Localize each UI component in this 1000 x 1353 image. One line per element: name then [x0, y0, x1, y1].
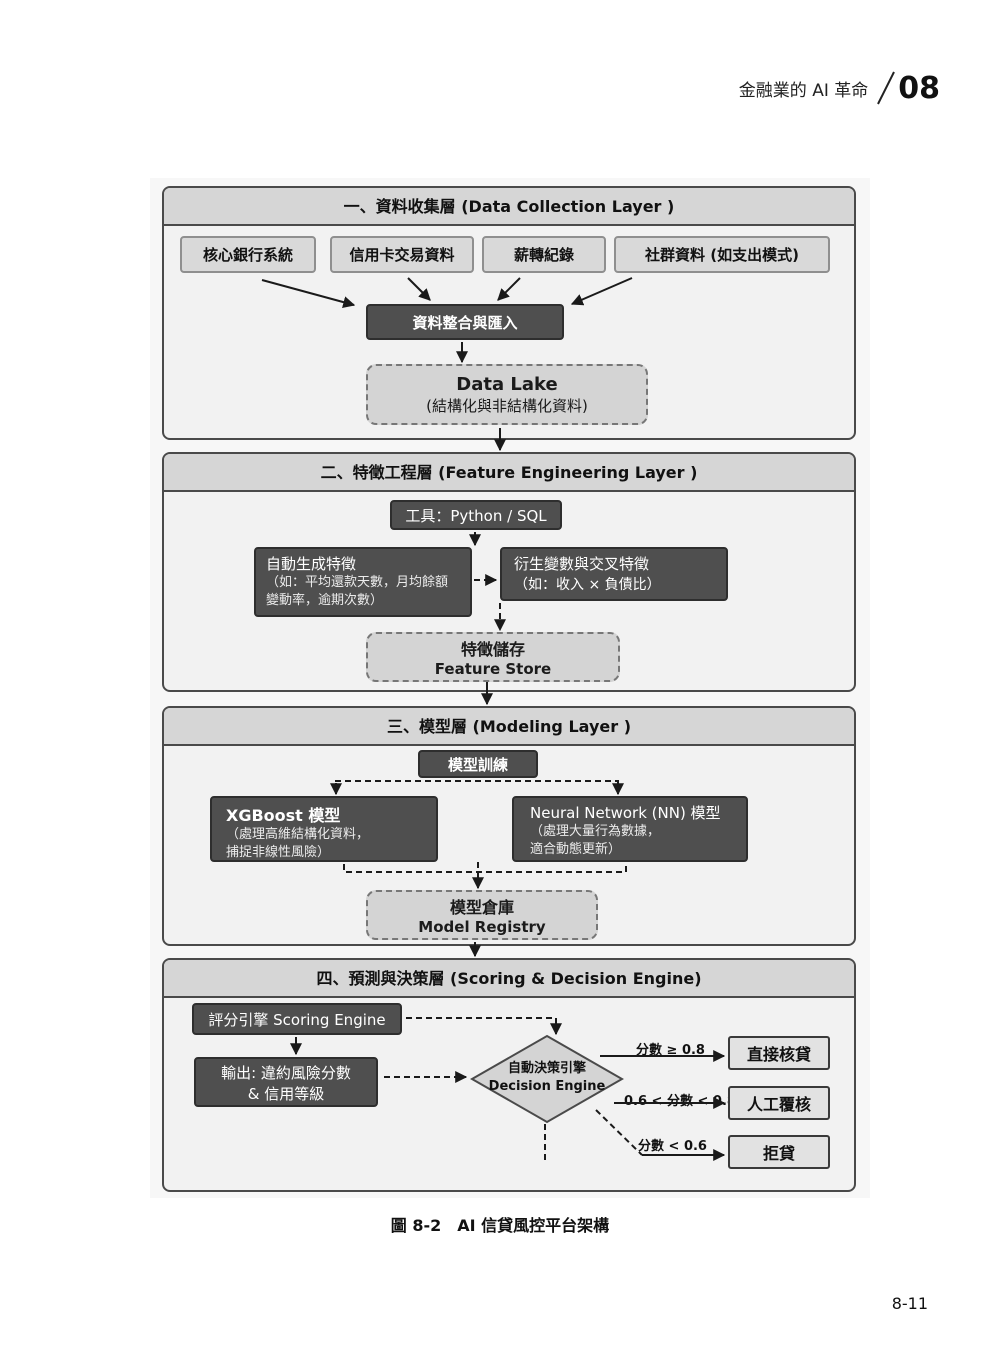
output-line1: 輸出: 違約風險分數 [221, 1064, 351, 1082]
model-registry-title: 模型倉庫 [449, 898, 514, 917]
model-training-box: 模型訓練 [418, 750, 538, 778]
source-social: 社群資料 (如支出模式) [614, 236, 830, 273]
derived-features-line1: （如：收入 × 負債比） [514, 577, 661, 593]
output-line2: & 信用等級 [247, 1085, 325, 1103]
derived-features-title: 衍生變數與交叉特徵 [514, 555, 650, 573]
layer-title: 四、預測與決策層 (Scoring & Decision Engine) [164, 960, 854, 998]
nn-line1: （處理大量行為數據， [530, 824, 661, 839]
feature-store-box: 特徵儲存 Feature Store [366, 632, 620, 682]
source-credit-card: 信用卡交易資料 [330, 236, 474, 273]
derived-features-box: 衍生變數與交叉特徵 （如：收入 × 負債比） [500, 547, 728, 601]
tool-box: 工具：Python / SQL [390, 500, 562, 530]
model-registry-subtitle: Model Registry [418, 918, 546, 936]
decision-engine-diamond [470, 1034, 624, 1124]
feature-store-title: 特徵儲存 [460, 640, 525, 659]
condition-review: 0.6 < 分數 < 0.8 [624, 1094, 736, 1109]
condition-approve: 分數 ≥ 0.8 [636, 1043, 705, 1058]
auto-features-box: 自動生成特徵 （如：平均還款天數，月均餘額 變動率，逾期次數） [254, 547, 472, 617]
decision-line2: Decision Engine [488, 1079, 606, 1094]
xgboost-box: XGBoost 模型 （處理高維結構化資料， 捕捉非線性風險） [210, 796, 438, 862]
running-header: 金融業的 AI 革命 08 [739, 66, 940, 110]
auto-features-line1: （如：平均還款天數，月均餘額 [266, 575, 449, 590]
model-registry-box: 模型倉庫 Model Registry [366, 890, 598, 940]
result-approve: 直接核貸 [728, 1036, 830, 1070]
layer-title: 三、模型層 (Modeling Layer ) [164, 708, 854, 746]
data-integration-box: 資料整合與匯入 [366, 304, 564, 340]
result-review: 人工覆核 [728, 1086, 830, 1120]
layer-title: 二、特徵工程層 (Feature Engineering Layer ) [164, 454, 854, 492]
decision-engine-label: 自動決策引擎 Decision Engine [480, 1060, 614, 1096]
layer-title: 一、資料收集層 (Data Collection Layer ) [164, 188, 854, 226]
decision-line1: 自動決策引擎 [507, 1061, 586, 1076]
scoring-engine-box: 評分引擎 Scoring Engine [192, 1003, 402, 1035]
auto-features-line2: 變動率，逾期次數） [266, 593, 384, 608]
chapter-title: 金融業的 AI 革命 [738, 80, 869, 101]
xgboost-line2: 捕捉非線性風險） [226, 845, 331, 860]
neural-network-box: Neural Network (NN) 模型 （處理大量行為數據， 適合動態更新… [512, 796, 748, 862]
data-lake-box: Data Lake (結構化與非結構化資料) [366, 364, 648, 425]
source-payroll: 薪轉紀錄 [482, 236, 606, 273]
data-lake-subtitle: (結構化與非結構化資料) [426, 396, 588, 415]
nn-title: Neural Network (NN) 模型 [530, 804, 721, 822]
condition-reject: 分數 < 0.6 [638, 1139, 707, 1154]
nn-line2: 適合動態更新） [530, 842, 622, 857]
source-core-banking: 核心銀行系統 [180, 236, 316, 273]
figure-caption: 圖 8-2 AI 信貸風控平台架構 [390, 1216, 610, 1235]
feature-store-subtitle: Feature Store [434, 660, 552, 678]
xgboost-title: XGBoost 模型 [226, 806, 341, 825]
data-lake-title: Data Lake [456, 373, 558, 395]
chapter-number: 08 [898, 70, 940, 106]
xgboost-line1: （處理高維結構化資料， [226, 827, 370, 842]
result-reject: 拒貸 [728, 1135, 830, 1169]
output-box: 輸出: 違約風險分數 & 信用等級 [194, 1057, 378, 1107]
slash-separator-icon [877, 71, 896, 105]
page-number: 8-11 [891, 1294, 928, 1313]
auto-features-title: 自動生成特徵 [266, 555, 357, 573]
